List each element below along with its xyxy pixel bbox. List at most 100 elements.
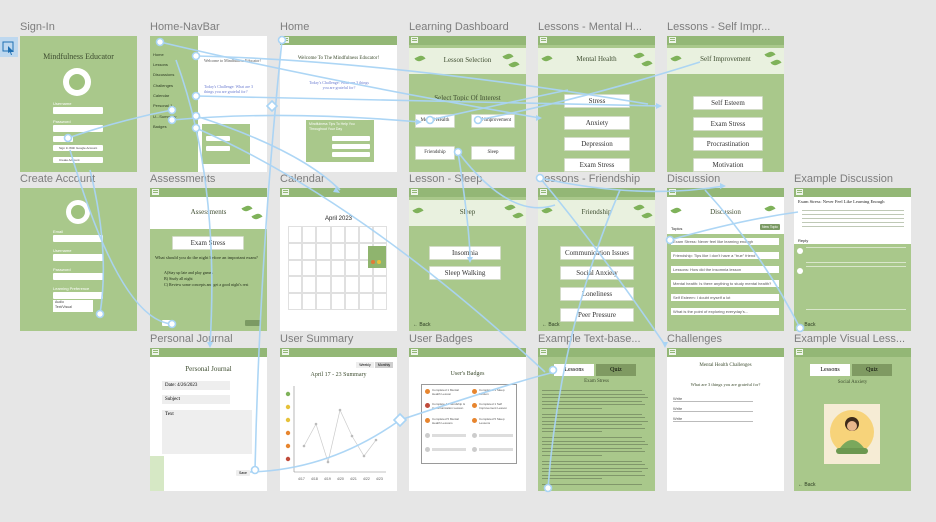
calendar-day-cell[interactable]: [330, 226, 345, 243]
calendar-day-cell[interactable]: [344, 226, 359, 243]
frame-label-sign-in[interactable]: Sign-In: [20, 21, 55, 33]
calendar-day-cell[interactable]: [302, 293, 317, 310]
lesson-loneliness-button[interactable]: Loneliness: [560, 287, 634, 301]
frame-label-lesson-sleep[interactable]: Lesson - Sleep: [409, 173, 483, 185]
next-button[interactable]: [245, 320, 261, 326]
new-topic-button[interactable]: New Topic: [760, 224, 780, 230]
lesson-peer-pressure-button[interactable]: Peer Pressure: [560, 308, 634, 322]
frame-label-create-account[interactable]: Create Account: [20, 173, 96, 185]
lesson-exam-stress-button[interactable]: Exam Stress: [564, 158, 630, 172]
calendar-day-cell[interactable]: [302, 259, 317, 277]
frame-label-lessons-friendship[interactable]: Lessons - Friendship: [538, 173, 641, 185]
calendar-day-cell[interactable]: [344, 242, 359, 260]
challenge-text[interactable]: Today's Challenge: What are 3 things you…: [204, 84, 254, 94]
password-input[interactable]: [53, 125, 103, 132]
nav-item-lessons[interactable]: Lessons: [153, 62, 168, 67]
nav-item-badges[interactable]: Badges: [153, 124, 167, 129]
lesson-anxiety-button[interactable]: Anxiety: [564, 116, 630, 130]
frame-lessons-mental-health[interactable]: Mental Health Stress Anxiety Depression …: [538, 36, 655, 172]
calendar-day-cell[interactable]: [302, 276, 317, 294]
nav-item-discussions[interactable]: Discussions: [153, 72, 175, 77]
topic-friendship-button[interactable]: Friendship: [415, 146, 455, 160]
calendar-day-cell[interactable]: [373, 293, 388, 310]
menu-icon[interactable]: [796, 349, 803, 355]
nav-item-journal[interactable]: Personal J...: [153, 103, 176, 108]
date-field[interactable]: Date: 4/26/2023: [162, 381, 230, 390]
lesson-procrastination-button[interactable]: Procrastination: [693, 137, 763, 151]
nav-item-home[interactable]: Home: [153, 52, 164, 57]
frame-example-discussion[interactable]: Exam Stress: Never Feel Like Learning En…: [794, 188, 911, 331]
calendar-day-cell[interactable]: [316, 242, 331, 260]
frame-lessons-friendship[interactable]: Friendship Communication Issues Social A…: [538, 188, 655, 331]
menu-icon[interactable]: [152, 349, 159, 355]
answer-field[interactable]: Write: [673, 406, 753, 412]
frame-label-lessons-self[interactable]: Lessons - Self Impr...: [667, 21, 771, 33]
tab-weekly[interactable]: Weekly: [356, 362, 374, 368]
calendar-day-cell[interactable]: [359, 293, 374, 310]
frame-home[interactable]: Welcome To The Mindfulness Educator! Tod…: [280, 36, 397, 172]
lesson-insomnia-button[interactable]: Insomnia: [429, 246, 501, 260]
nav-item-summary[interactable]: U...Summary: [153, 114, 177, 119]
frame-label-home[interactable]: Home: [280, 21, 310, 33]
topic-mental-health-button[interactable]: Mental Health: [415, 114, 455, 128]
menu-icon[interactable]: [411, 37, 418, 43]
option-audio[interactable]: Audio: [55, 300, 64, 304]
calendar-day-cell[interactable]: [288, 293, 303, 310]
selected-day[interactable]: [368, 246, 386, 268]
frame-label-assessments[interactable]: Assessments: [150, 173, 216, 185]
username-input[interactable]: [53, 254, 103, 261]
calendar-day-cell[interactable]: [316, 259, 331, 277]
lesson-sleep-walking-button[interactable]: Sleep Walking: [429, 266, 501, 280]
frame-example-text-based[interactable]: Lessons Quiz Exam Stress: [538, 348, 655, 491]
frame-lesson-sleep[interactable]: Sleep Insomnia Sleep Walking ← Back: [409, 188, 526, 331]
menu-icon[interactable]: [669, 189, 676, 195]
answer-field[interactable]: Write: [673, 396, 753, 402]
frame-sign-in[interactable]: Mindfulness Educator Username Password S…: [20, 36, 137, 172]
learning-preference-options[interactable]: Audio Text/Visual: [53, 300, 93, 312]
topic-sleep-button[interactable]: Sleep: [471, 146, 515, 160]
lesson-exam-stress-button[interactable]: Exam Stress: [693, 117, 763, 131]
challenge-text[interactable]: Today's Challenge: What are 3 things you…: [309, 80, 369, 90]
frame-label-lessons-mental[interactable]: Lessons - Mental H...: [538, 21, 642, 33]
frame-discussion[interactable]: Discussion New Topic Topics Exam Stress:…: [667, 188, 784, 331]
back-link[interactable]: ← Back: [798, 482, 816, 488]
topic-item[interactable]: Self Esteem: I doubt myself a lot: [671, 294, 779, 301]
calendar-day-cell[interactable]: [359, 276, 374, 294]
frame-label-user-summary[interactable]: User Summary: [280, 333, 354, 345]
password-input[interactable]: [53, 273, 103, 280]
frame-label-home-navbar[interactable]: Home-NavBar: [150, 21, 220, 33]
back-link[interactable]: ← Back: [798, 322, 816, 328]
calendar-day-cell[interactable]: [344, 259, 359, 277]
username-input[interactable]: [53, 107, 103, 114]
lesson-communication-button[interactable]: Communication Issues: [560, 246, 634, 260]
calendar-day-cell[interactable]: [316, 276, 331, 294]
back-link[interactable]: ← Back: [542, 322, 560, 328]
frame-label-example-text[interactable]: Example Text-base...: [538, 333, 641, 345]
menu-icon[interactable]: [540, 37, 547, 43]
topic-self-improvement-button[interactable]: Self Improvement: [471, 114, 515, 128]
calendar-grid[interactable]: [288, 226, 388, 310]
lesson-stress-button[interactable]: Stress: [564, 94, 630, 108]
calendar-day-cell[interactable]: [288, 259, 303, 277]
menu-icon[interactable]: [411, 189, 418, 195]
topic-item[interactable]: What is the point of exploring everyday'…: [671, 308, 779, 315]
calendar-day-cell[interactable]: [330, 293, 345, 310]
calendar-day-cell[interactable]: [302, 242, 317, 260]
frame-calendar[interactable]: April 2023: [280, 188, 397, 331]
menu-icon[interactable]: [540, 189, 547, 195]
frame-assessments[interactable]: Assessments Exam Stress What should you …: [150, 188, 267, 331]
menu-icon[interactable]: [282, 37, 289, 43]
calendar-day-cell[interactable]: [316, 226, 331, 243]
tab-lessons[interactable]: Lessons: [810, 364, 850, 376]
frame-personal-journal[interactable]: Personal Journal Date: 4/26/2023 Subject…: [150, 348, 267, 491]
previous-button[interactable]: [162, 320, 172, 326]
lesson-motivation-button[interactable]: Motivation: [693, 158, 763, 172]
calendar-day-cell[interactable]: [373, 276, 388, 294]
menu-icon[interactable]: [282, 349, 289, 355]
sign-in-button[interactable]: [53, 136, 73, 142]
back-link[interactable]: ← Back: [413, 322, 431, 328]
calendar-day-cell[interactable]: [288, 276, 303, 294]
lesson-social-anxiety-button[interactable]: Social Anxiety: [560, 266, 634, 280]
answer-b[interactable]: B) Study all night: [164, 276, 193, 281]
calendar-day-cell[interactable]: [330, 276, 345, 294]
